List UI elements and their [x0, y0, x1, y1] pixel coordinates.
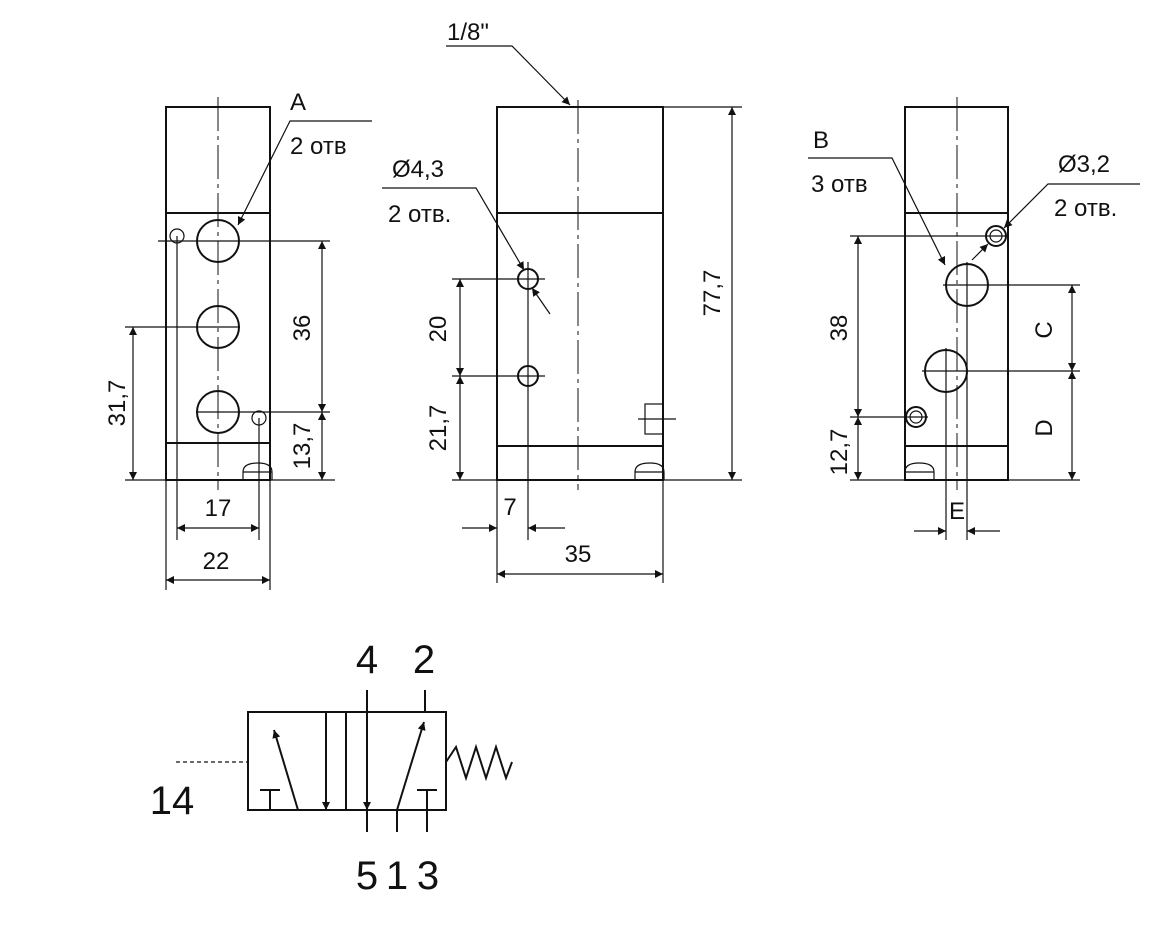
middle-dim-21-7: 21,7: [425, 405, 452, 452]
left-dim-17: 17: [205, 495, 232, 522]
middle-hole-leader: [382, 187, 525, 271]
middle-dim-35: 35: [565, 541, 592, 568]
left-envelope-flow-diagonal: [272, 729, 299, 811]
right-callout-b-leader: [808, 157, 946, 266]
right-hole-leader-tail: [971, 243, 989, 261]
valve-envelope-right: [345, 711, 447, 811]
middle-hole-leader-tail: [531, 287, 551, 315]
middle-hole-qty: 2 отв.: [388, 201, 451, 228]
left-callout-letter: A: [290, 89, 306, 116]
middle-hole-diameter: Ø4,3: [392, 156, 444, 183]
port-2-label: 2: [413, 638, 435, 682]
right-hole-leader: [1003, 183, 1140, 229]
right-bottom-notch: [904, 462, 935, 480]
port-5-label: 5: [356, 854, 378, 898]
right-dim-d: D: [1031, 419, 1058, 436]
right-dim-e: E: [949, 498, 965, 525]
left-bottom-notch: [242, 462, 273, 480]
port-4-label: 4: [356, 638, 378, 682]
left-callout-leader: [237, 120, 372, 226]
middle-view: 1/8" Ø4,3 2 отв. 77,7 20 21,7 7 35: [382, 19, 742, 583]
right-envelope-flow-diagonal: [396, 721, 426, 811]
port-1-label: 1: [386, 854, 408, 898]
left-dim-36: 36: [289, 315, 316, 342]
left-view: A 2 отв 31,7 36 13,7 17 22: [104, 89, 372, 590]
right-dim-c: C: [1031, 321, 1058, 338]
valve-symbol: 4 2 14 5 1 3: [150, 638, 513, 898]
port-3-label: 3: [417, 854, 439, 898]
right-dim-12-7: 12,7: [826, 429, 853, 476]
port-14-label: 14: [150, 779, 195, 823]
return-spring: [445, 743, 513, 782]
left-callout-qty: 2 отв: [290, 133, 347, 160]
right-hole-diameter: Ø3,2: [1058, 151, 1110, 178]
right-hole-qty: 2 отв.: [1054, 195, 1117, 222]
right-callout-letter: B: [813, 127, 829, 154]
middle-thread-label: 1/8": [447, 19, 489, 46]
right-dim-38: 38: [826, 315, 853, 342]
middle-dim-20: 20: [425, 316, 452, 343]
left-dim-31-7: 31,7: [104, 380, 131, 427]
middle-dim-77-7: 77,7: [699, 270, 726, 317]
middle-thread-leader: [446, 45, 571, 106]
middle-dim-7: 7: [503, 494, 516, 521]
valve-envelope-left: [247, 711, 347, 811]
right-callout-qty: 3 отв: [811, 171, 868, 198]
middle-bottom-notch: [634, 462, 665, 480]
middle-body-outline: [496, 106, 664, 481]
left-dim-13-7: 13,7: [289, 423, 316, 470]
left-dim-22: 22: [203, 548, 230, 575]
right-view: B 3 отв Ø3,2 2 отв. 38 12,7 C D E: [808, 97, 1140, 540]
